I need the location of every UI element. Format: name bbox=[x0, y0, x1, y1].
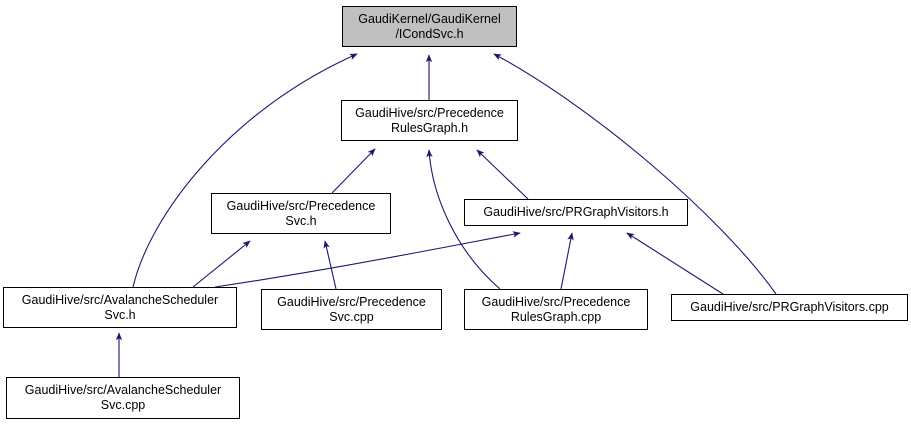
node-icondsvc-h-label: GaudiKernel/GaudiKernel /ICondSvc.h bbox=[358, 11, 501, 41]
node-precedencesvc-h-label: GaudiHive/src/Precedence Svc.h bbox=[226, 198, 376, 228]
edge-precedencesvc-cpp-to-precedencesvc-h bbox=[323, 240, 337, 290]
node-precedencerulesgraph-h[interactable]: GaudiHive/src/Precedence RulesGraph.h bbox=[341, 100, 518, 141]
node-prgraphvisitors-cpp[interactable]: GaudiHive/src/PRGraphVisitors.cpp bbox=[671, 294, 908, 321]
edge-precedencesvc-h-to-precedencerulesgraph-h bbox=[331, 148, 376, 194]
node-prgraphvisitors-h[interactable]: GaudiHive/src/PRGraphVisitors.h bbox=[464, 199, 688, 226]
node-precedencerulesgraph-h-label: GaudiHive/src/Precedence RulesGraph.h bbox=[355, 105, 504, 135]
node-precedencesvc-cpp[interactable]: GaudiHive/src/Precedence Svc.cpp bbox=[261, 289, 442, 330]
node-avalancheschedulersvc-cpp-label: GaudiHive/src/AvalancheScheduler Svc.cpp bbox=[24, 383, 222, 412]
node-avalancheschedulersvc-h-label: GaudiHive/src/AvalancheScheduler Svc.h bbox=[21, 292, 219, 322]
edge-precedencerulesgraph-cpp-to-prgraphvisitors-h bbox=[560, 232, 574, 290]
node-prgraphvisitors-h-label: GaudiHive/src/PRGraphVisitors.h bbox=[483, 205, 669, 219]
edge-avalancheschedulersvc-h-to-precedencesvc-h bbox=[192, 240, 251, 288]
edge-prgraphvisitors-cpp-to-prgraphvisitors-h bbox=[626, 232, 724, 295]
node-avalancheschedulersvc-cpp[interactable]: GaudiHive/src/AvalancheScheduler Svc.cpp bbox=[6, 377, 240, 419]
node-precedencesvc-cpp-label: GaudiHive/src/Precedence Svc.cpp bbox=[277, 294, 426, 324]
node-avalancheschedulersvc-h[interactable]: GaudiHive/src/AvalancheScheduler Svc.h bbox=[3, 287, 237, 328]
node-icondsvc-h[interactable]: GaudiKernel/GaudiKernel /ICondSvc.h bbox=[342, 6, 517, 47]
node-precedencerulesgraph-cpp-label: GaudiHive/src/Precedence RulesGraph.cpp bbox=[481, 294, 631, 324]
node-precedencesvc-h[interactable]: GaudiHive/src/Precedence Svc.h bbox=[211, 193, 391, 234]
edge-avalancheschedulersvc-h-to-icondsvc-h bbox=[132, 53, 358, 288]
edge-prgraphvisitors-cpp-to-icondsvc-h bbox=[493, 53, 777, 295]
node-prgraphvisitors-cpp-label: GaudiHive/src/PRGraphVisitors.cpp bbox=[690, 300, 889, 314]
edge-avalancheschedulersvc-h-to-prgraphvisitors-h bbox=[214, 231, 521, 288]
node-precedencerulesgraph-cpp[interactable]: GaudiHive/src/Precedence RulesGraph.cpp bbox=[464, 289, 648, 330]
edge-prgraphvisitors-h-to-precedencerulesgraph-h bbox=[476, 149, 529, 200]
